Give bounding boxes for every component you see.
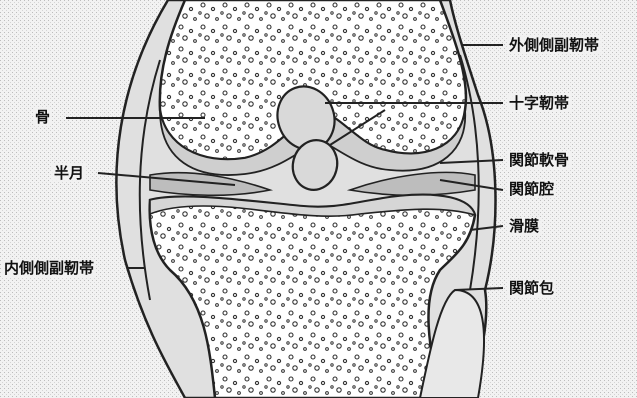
label-bone: 骨	[33, 108, 52, 126]
label-meniscus: 半月	[52, 164, 86, 182]
label-synovial-membrane: 滑膜	[507, 217, 541, 235]
label-cruciate-ligament: 十字靭帯	[507, 94, 571, 112]
label-lateral-collateral-ligament: 外側側副靭帯	[507, 36, 601, 54]
label-medial-collateral-ligament: 内側側副靭帯	[2, 259, 96, 277]
label-joint-cavity: 関節腔	[507, 180, 556, 198]
label-articular-cartilage: 関節軟骨	[507, 151, 571, 169]
label-joint-capsule: 関節包	[507, 279, 556, 297]
